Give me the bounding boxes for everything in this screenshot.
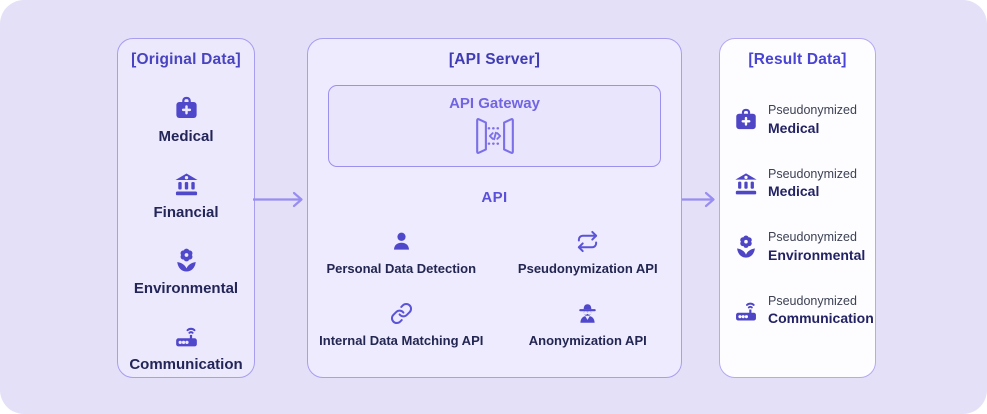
chain-link-icon <box>390 302 412 325</box>
flower-icon <box>737 235 755 258</box>
item-label: Environmental <box>133 280 239 297</box>
bank-icon <box>735 173 757 195</box>
api-gateway-box: API Gateway <box>328 85 661 167</box>
spy-icon <box>579 304 596 323</box>
api-item-pseudonymization: Pseudonymization API <box>495 230 682 276</box>
api-item-label: Internal Data Matching API <box>319 333 484 348</box>
bank-icon <box>174 173 198 196</box>
router-icon <box>175 327 197 347</box>
router-icon <box>736 302 756 321</box>
item-label: Financial <box>153 204 219 221</box>
result-item-financial: Pseudonymized Medical <box>733 167 875 202</box>
medical-bag-icon <box>736 109 756 130</box>
repeat-arrows-icon <box>578 230 598 253</box>
result-label: Environmental <box>768 246 866 263</box>
result-label: Communication <box>768 310 874 327</box>
medical-bag-icon <box>175 96 197 118</box>
item-label: Communication <box>129 356 243 373</box>
original-data-title: [Original Data] <box>131 51 241 68</box>
result-item-environmental: Pseudonymized Environmental <box>733 230 875 265</box>
api-grid: Personal Data Detection Pseudonymization… <box>308 230 681 348</box>
result-item-communication: Pseudonymized Communication <box>733 294 875 329</box>
result-prefix: Pseudonymized <box>768 166 857 181</box>
api-item-label: Anonymization API <box>528 333 647 348</box>
result-item-medical: Pseudonymized Medical <box>733 103 875 138</box>
list-item-financial: Financial <box>153 171 219 221</box>
flower-icon <box>176 248 196 272</box>
api-gateway-label: API Gateway <box>449 95 540 112</box>
api-section-heading: API <box>481 189 508 206</box>
result-data-title: [Result Data] <box>748 51 847 68</box>
api-server-panel: [API Server] API Gateway API Personal D <box>307 38 682 378</box>
list-item-environmental: Environmental <box>134 247 238 297</box>
gateway-doors-icon <box>475 118 514 154</box>
api-item-internal-data-matching: Internal Data Matching API <box>308 302 495 348</box>
result-data-panel: [Result Data] Pseudonymized Medical <box>719 38 876 378</box>
api-item-label: Pseudonymization API <box>517 261 658 276</box>
result-prefix: Pseudonymized <box>768 103 857 117</box>
api-item-personal-data-detection: Personal Data Detection <box>308 230 495 276</box>
original-data-panel: [Original Data] Medical <box>117 38 255 378</box>
list-item-communication: Communication <box>129 323 243 373</box>
result-prefix: Pseudonymized <box>768 293 857 308</box>
arrow-server-to-result <box>681 191 715 208</box>
item-label: Medical <box>158 128 214 145</box>
api-item-anonymization: Anonymization API <box>495 302 682 348</box>
result-label: Medical <box>768 183 820 200</box>
result-prefix: Pseudonymized <box>768 230 857 245</box>
user-icon <box>393 232 409 250</box>
list-item-medical: Medical <box>158 95 214 145</box>
api-item-label: Personal Data Detection <box>326 261 477 276</box>
result-label: Medical <box>768 119 820 136</box>
arrow-original-to-server <box>253 191 303 208</box>
api-server-title: [API Server] <box>448 51 541 68</box>
result-data-list: Pseudonymized Medical Pseudonymized Medi… <box>720 103 875 357</box>
original-data-list: Medical Financial <box>118 69 254 373</box>
